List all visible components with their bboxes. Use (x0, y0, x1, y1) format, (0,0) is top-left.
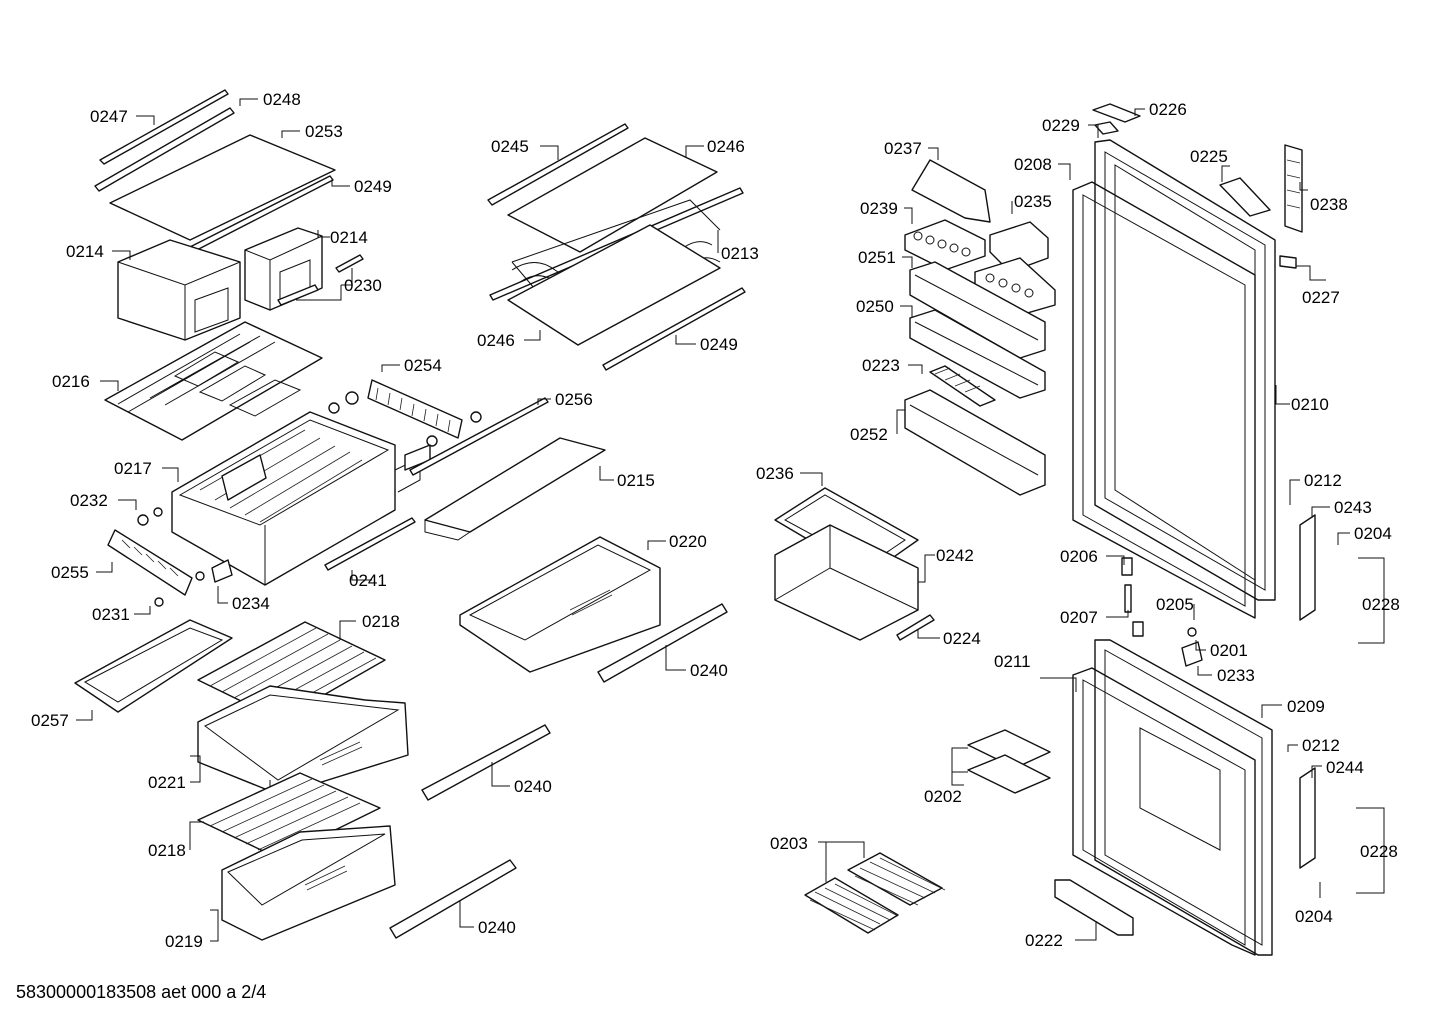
fridge-glass-shelves (487, 123, 746, 371)
leader-lines (76, 98, 1385, 942)
part-labels: 0247 0248 0253 0249 0214 0214 0230 0245 … (31, 90, 1400, 951)
callout-label: 0234 (232, 594, 270, 613)
callout-label: 0226 (1149, 100, 1187, 119)
callout-label: 0225 (1190, 147, 1228, 166)
callout-label: 0251 (858, 248, 896, 267)
callout-label: 0246 (477, 331, 515, 350)
callout-label: 0245 (491, 137, 529, 156)
callout-label: 0233 (1217, 666, 1255, 685)
callout-label: 0218 (148, 841, 186, 860)
door-assembly (1054, 103, 1316, 956)
callout-label: 0232 (70, 491, 108, 510)
callout-label: 0214 (330, 228, 368, 247)
callout-label: 0237 (884, 139, 922, 158)
callout-label: 0254 (404, 356, 442, 375)
callout-label: 0231 (92, 605, 130, 624)
callout-label: 0206 (1060, 547, 1098, 566)
callout-label: 0240 (478, 918, 516, 937)
callout-label: 0249 (700, 335, 738, 354)
callout-label: 0242 (936, 546, 974, 565)
callout-label: 0238 (1310, 195, 1348, 214)
callout-label: 0230 (344, 276, 382, 295)
callout-label: 0229 (1042, 116, 1080, 135)
callout-label: 0204 (1354, 524, 1392, 543)
callout-label: 0212 (1302, 736, 1340, 755)
callout-label: 0247 (90, 107, 128, 126)
callout-label: 0252 (850, 425, 888, 444)
callout-label: 0240 (514, 777, 552, 796)
fridge-shelf-assembly (74, 89, 728, 941)
callout-label: 0209 (1287, 697, 1325, 716)
callout-label: 0213 (721, 244, 759, 263)
callout-label: 0203 (770, 834, 808, 853)
callout-label: 0201 (1210, 641, 1248, 660)
callout-label: 0235 (1014, 192, 1052, 211)
callout-label: 0253 (305, 122, 343, 141)
door-bins (774, 159, 1056, 934)
document-footer: 58300000183508 aet 000 a 2/4 (16, 982, 266, 1002)
callout-label: 0212 (1304, 471, 1342, 490)
callout-label: 0244 (1326, 758, 1364, 777)
callout-label: 0216 (52, 372, 90, 391)
callout-label: 0202 (924, 787, 962, 806)
callout-label: 0224 (943, 629, 981, 648)
callout-label: 0221 (148, 773, 186, 792)
callout-label: 0214 (66, 242, 104, 261)
callout-label: 0205 (1156, 595, 1194, 614)
callout-label: 0250 (856, 297, 894, 316)
callout-label: 0219 (165, 932, 203, 951)
callout-label: 0227 (1302, 288, 1340, 307)
callout-label: 0217 (114, 459, 152, 478)
callout-label: 0211 (994, 652, 1031, 671)
callout-label: 0208 (1014, 155, 1052, 174)
callout-label: 0228 (1360, 842, 1398, 861)
callout-label: 0243 (1334, 498, 1372, 517)
callout-label: 0210 (1291, 395, 1329, 414)
callout-label: 0256 (555, 390, 593, 409)
callout-label: 0215 (617, 471, 655, 490)
callout-label: 0249 (354, 177, 392, 196)
callout-label: 0204 (1295, 907, 1333, 926)
callout-label: 0207 (1060, 608, 1098, 627)
callout-label: 0236 (756, 464, 794, 483)
callout-label: 0222 (1025, 931, 1063, 950)
callout-label: 0228 (1362, 595, 1400, 614)
callout-label: 0257 (31, 711, 69, 730)
callout-label: 0218 (362, 612, 400, 631)
callout-label: 0220 (669, 532, 707, 551)
callout-label: 0223 (862, 356, 900, 375)
callout-label: 0240 (690, 661, 728, 680)
callout-label: 0246 (707, 137, 745, 156)
callout-label: 0255 (51, 563, 89, 582)
callout-label: 0248 (263, 90, 301, 109)
callout-label: 0241 (349, 571, 387, 590)
callout-label: 0239 (860, 199, 898, 218)
